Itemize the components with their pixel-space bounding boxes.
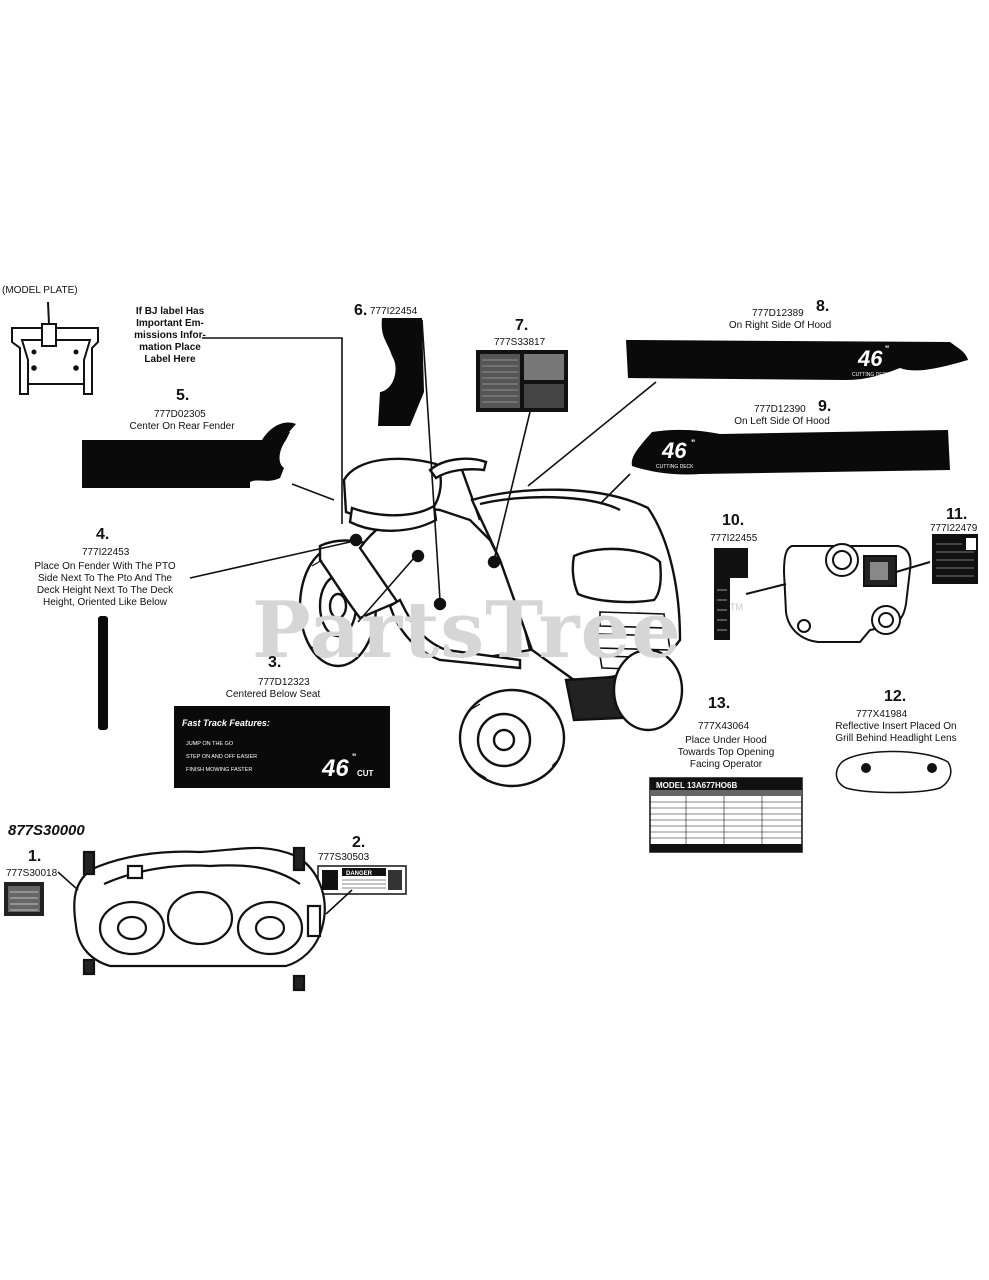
svg-text:": " — [352, 752, 356, 762]
item-1-number: 1. — [28, 848, 42, 865]
item-13-desc: Place Under Hood Towards Top Opening Fac… — [677, 735, 775, 770]
item-8-desc: On Right Side Of Hood — [728, 320, 832, 331]
decal-9-sub: CUTTING DECK — [656, 464, 694, 470]
item-6-part: 777I22454 — [370, 306, 418, 317]
svg-text:": " — [691, 438, 695, 448]
item-4-part: 777I22453 — [82, 547, 130, 558]
decal-6-strip — [378, 318, 424, 426]
decal-9-left-hood: 46 " CUTTING DECK — [631, 429, 950, 475]
item-7-part: 777S33817 — [494, 337, 546, 348]
fuel-tank — [745, 543, 931, 643]
item-5-desc: Center On Rear Fender — [129, 421, 235, 432]
item-11-number: 11. — [946, 506, 968, 523]
item-9-number: 9. — [818, 398, 832, 415]
decal-3-fast-track: Fast Track Features: JUMP ON THE GO STEP… — [174, 706, 390, 788]
leader-lines — [189, 319, 657, 623]
decal-4-bar — [98, 616, 108, 730]
item-9-part: 777D12390 — [754, 404, 806, 415]
item-3-part: 777D12323 — [258, 677, 310, 688]
decal-13-model-label: MODEL 13A677HO6B — [649, 777, 803, 853]
item-6-number: 6. — [354, 302, 368, 319]
decal-3-line-2: STEP ON AND OFF EASIER — [186, 754, 257, 760]
decal-3-unit: CUT — [357, 769, 374, 778]
decal-3-line-1: JUMP ON THE GO — [186, 741, 234, 747]
item-4-desc: Place On Fender With The PTO Side Next T… — [34, 561, 176, 608]
item-7-number: 7. — [515, 317, 529, 334]
item-9-desc: On Left Side Of Hood — [734, 416, 830, 427]
item-5-number: 5. — [176, 387, 190, 404]
mower-deck — [57, 846, 353, 992]
decal-10-l-label — [714, 548, 748, 640]
decal-12-reflective-insert — [835, 750, 952, 794]
item-10-part: 777I22455 — [710, 533, 758, 544]
decal-9-size: 46 — [661, 438, 687, 463]
watermark: PartsTree — [252, 585, 682, 676]
decal-3-line-3: FINISH MOWING FASTER — [186, 767, 252, 773]
decal-3-heading: Fast Track Features: — [182, 718, 270, 728]
item-12-desc: Reflective Insert Placed On Grill Behind… — [835, 721, 957, 744]
decal-2-title: DANGER — [346, 871, 373, 877]
deck-code: 877S30000 — [8, 822, 85, 839]
item-13-part: 777X43064 — [698, 721, 750, 732]
model-plate-label: (MODEL PLATE) — [2, 285, 78, 296]
item-13-number: 13. — [708, 695, 731, 712]
model-plate-bracket — [11, 301, 99, 395]
item-3-number: 3. — [268, 654, 282, 671]
decal-1-label — [4, 882, 44, 916]
decal-8-right-hood: 46 " CUTTING DECK — [626, 340, 968, 380]
lawn-tractor — [298, 457, 684, 788]
item-4-number: 4. — [96, 526, 110, 543]
decal-2-danger-label: DANGER — [317, 865, 407, 895]
decal-3-size: 46 — [321, 755, 349, 782]
decal-5-rear-fender — [82, 422, 296, 488]
item-3-desc: Centered Below Seat — [225, 689, 321, 700]
item-1-part: 777S30018 — [6, 868, 58, 879]
decal-11-label — [932, 534, 978, 584]
decal-7-warning-label — [476, 350, 568, 412]
svg-text:": " — [885, 344, 889, 354]
item-2-part: 777S30503 — [318, 852, 370, 863]
item-8-number: 8. — [816, 298, 830, 315]
decal-13-title: MODEL 13A677HO6B — [656, 781, 737, 790]
item-2-number: 2. — [352, 834, 366, 851]
watermark-trademark: TM — [730, 602, 743, 612]
item-12-part: 777X41984 — [856, 709, 908, 720]
decal-8-sub: CUTTING DECK — [852, 372, 890, 378]
item-5-part: 777D02305 — [154, 409, 206, 420]
decal-8-size: 46 — [857, 346, 883, 371]
item-10-number: 10. — [722, 512, 745, 529]
bj-label-note: If BJ label Has Important Em- missions I… — [134, 306, 206, 365]
item-11-part: 777I22479 — [930, 523, 978, 534]
item-12-number: 12. — [884, 688, 907, 705]
item-8-part: 777D12389 — [752, 308, 804, 319]
